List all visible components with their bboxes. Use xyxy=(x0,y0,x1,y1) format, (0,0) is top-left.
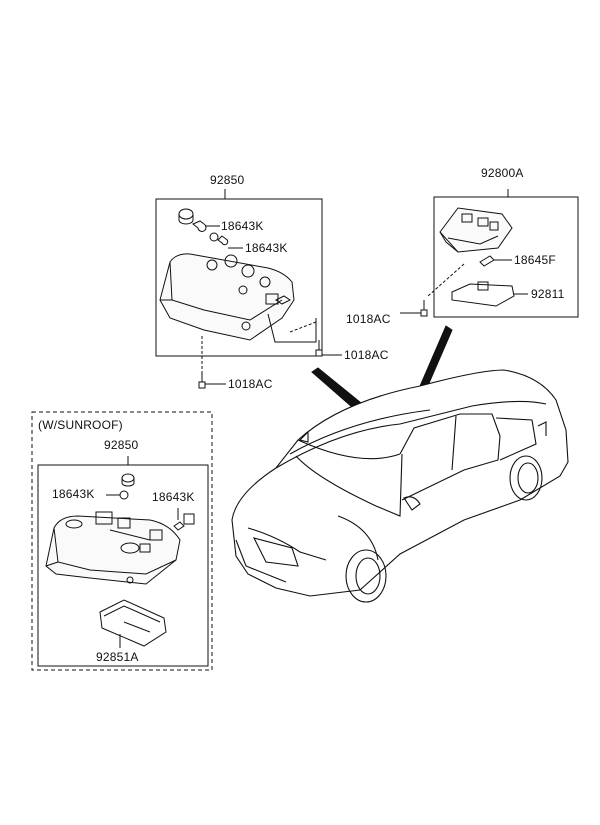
part-number-label: 18643K xyxy=(221,219,264,233)
bulb-icon xyxy=(479,255,512,267)
part-number-label: 92800A xyxy=(481,166,524,180)
map-lamp-housing xyxy=(439,207,513,253)
rear-wheel xyxy=(509,455,543,501)
lens-icon xyxy=(99,599,167,648)
screw-icon xyxy=(315,340,323,357)
front-wheel xyxy=(345,549,387,603)
lens-icon xyxy=(451,281,528,307)
sunroof-heading: (W/SUNROOF) xyxy=(38,418,123,432)
screw-icon xyxy=(420,300,428,317)
bulb-icon xyxy=(178,208,207,232)
bulb-icon xyxy=(209,232,229,246)
bulb-icon xyxy=(173,508,195,531)
part-number-label: 1018AC xyxy=(344,348,389,362)
car-illustration xyxy=(231,369,569,603)
sunroof-dashed-box xyxy=(31,411,213,671)
part-number-label: 92850 xyxy=(104,438,139,452)
part-number-label: 1018AC xyxy=(228,377,273,391)
part-number-label: 92850 xyxy=(210,173,245,187)
sunroof-inner-box xyxy=(37,464,209,667)
assembly-box xyxy=(155,198,323,357)
part-number-label: 1018AC xyxy=(346,312,391,326)
part-number-label: 18643K xyxy=(52,487,95,501)
room-lamp-housing xyxy=(159,253,317,343)
part-number-label: 18645F xyxy=(514,253,556,267)
sunroof-lamp-housing xyxy=(45,511,181,585)
part-number-label: 18643K xyxy=(245,241,288,255)
bulb-icon xyxy=(106,473,135,500)
part-number-label: 92851A xyxy=(96,650,139,664)
screw-icon xyxy=(198,372,206,389)
part-number-label: 18643K xyxy=(152,490,195,504)
part-number-label: 92811 xyxy=(531,287,565,301)
map-lamp-box xyxy=(433,196,579,318)
